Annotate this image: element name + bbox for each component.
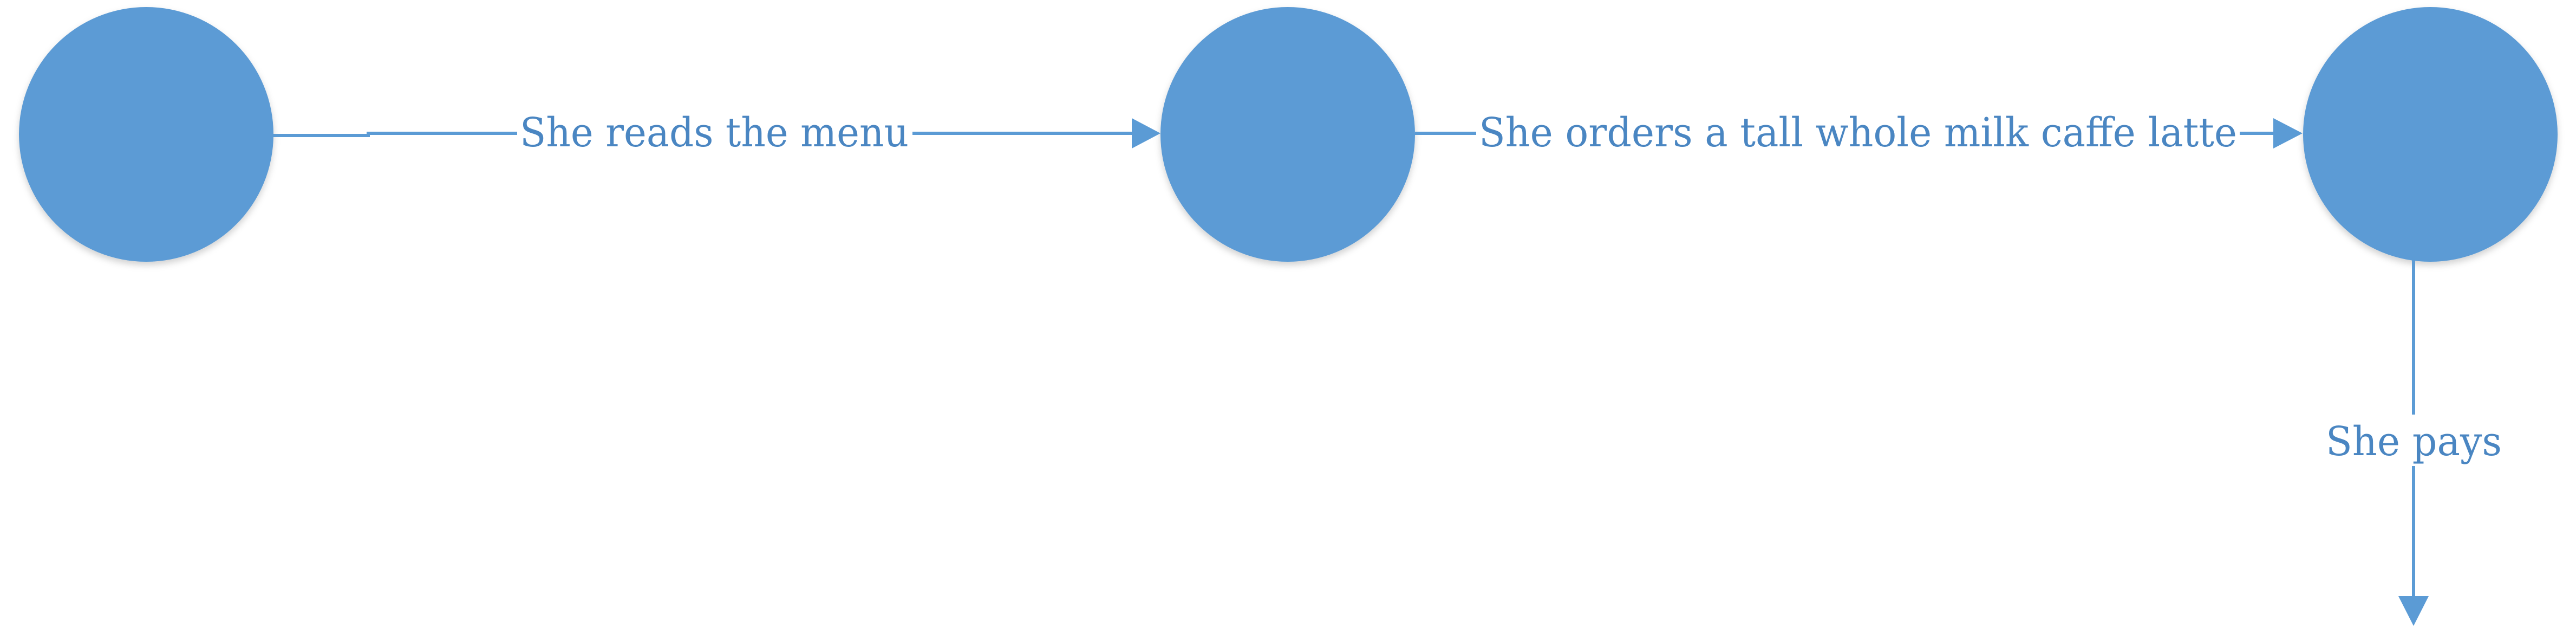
edge-2-label-bg — [1476, 106, 2240, 160]
edge-2-label: She orders a tall whole milk caffe latte — [1479, 109, 2237, 156]
edge-2-arrowhead — [2273, 118, 2303, 148]
edge-3-label: She pays — [2326, 418, 2502, 465]
state-node-3[interactable] — [2303, 7, 2558, 262]
edge-1-arrowhead — [1132, 118, 1160, 148]
state-node-2[interactable] — [1160, 7, 1415, 262]
edge-1-label-bg — [517, 106, 912, 160]
edge-read-menu: She reads the menu — [272, 106, 1160, 160]
edge-1-label: She reads the menu — [520, 109, 909, 156]
edge-3-label-bg — [2323, 415, 2505, 466]
edge-order-latte: She orders a tall whole milk caffe latte — [1415, 106, 2303, 160]
edge-3-arrowhead — [2398, 596, 2429, 626]
edge-pays: She pays — [2323, 259, 2505, 626]
state-node-1[interactable] — [19, 7, 273, 262]
